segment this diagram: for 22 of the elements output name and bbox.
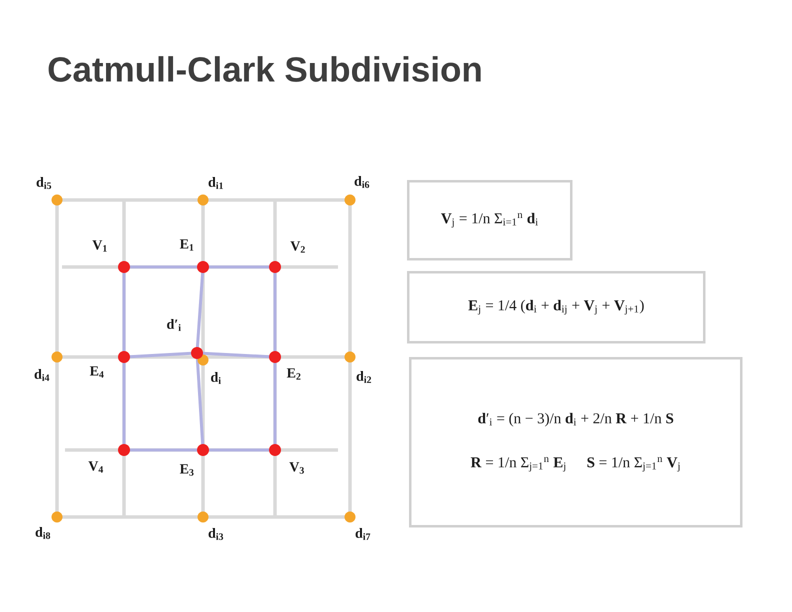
point-label: d$_{i6}$ (354, 176, 370, 188)
point-label: d$_{i4}$ (34, 369, 50, 381)
point-label: d$_{i3}$ (208, 528, 224, 540)
formula-box: E$_{j}$ = 1/4 (d$_{i}$ + d$_{ij}$ + V$_{j}$ + V$_{j+1}$) (407, 271, 706, 344)
point-label: E$_{1}$ (180, 239, 194, 251)
point-label: d$_{i5}$ (36, 177, 52, 189)
point-label: E$_{3}$ (180, 464, 194, 476)
point-label: d$_{i2}$ (356, 371, 372, 383)
formula-box: V$_{j}$ = 1/n Σ$_{i=1}$$^{n}$ d$_{i}$ (407, 180, 572, 260)
point-label: d′$_{i}$ (167, 319, 181, 331)
formula-box: d′$_{i}$ = (n − 3)/n d$_{i}$ + 2/n R + 1/n S R = 1/n Σ$_{j=1}$$^{n}$ E$_{j}$ S = 1/n Σ$_{j=1}$$^{n}$ V$_{j}$ (409, 357, 742, 528)
slide-title: Catmull-Clark Subdivision (48, 56, 481, 82)
point-label: V$_{1}$ (92, 240, 107, 252)
point-label: d$_{i8}$ (36, 527, 50, 539)
point-label: V$_{3}$ (289, 462, 304, 474)
point-label: E$_{4}$ (90, 366, 104, 378)
point-label: d$_{i7}$ (356, 528, 370, 540)
point-label: d$_{i}$ (211, 372, 221, 384)
point-label: V$_{2}$ (290, 241, 305, 253)
point-label: V$_{4}$ (88, 461, 104, 473)
point-label: d$_{i1}$ (208, 177, 223, 189)
point-label: E$_{2}$ (286, 368, 300, 380)
